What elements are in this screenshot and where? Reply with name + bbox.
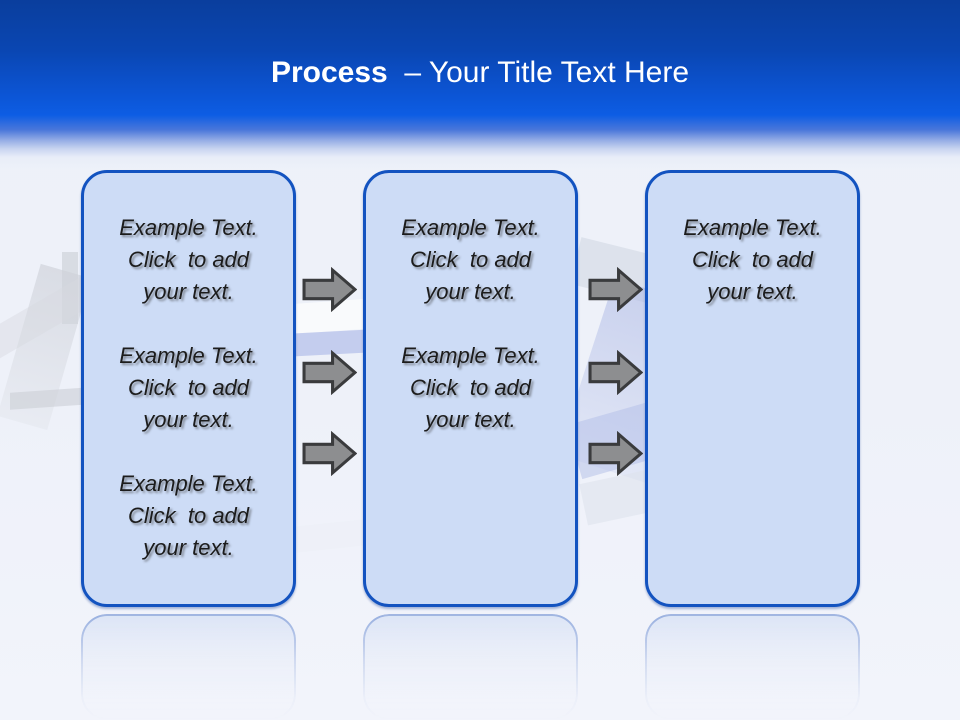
arrow-shape — [588, 431, 643, 476]
text-line: Click to add — [409, 375, 532, 400]
arrow-shape — [302, 431, 357, 476]
background-shape — [10, 387, 90, 410]
text-line: Click to add — [127, 375, 250, 400]
arrow-shape — [302, 267, 357, 312]
block-arrow-right-icon — [588, 431, 643, 476]
arrow-shape — [588, 350, 643, 395]
text-line: your text. — [425, 407, 516, 432]
process-box-3[interactable]: Example Text. Click to add your text. — [645, 170, 860, 607]
text-line: Click to add — [127, 503, 250, 528]
text-line: Click to add — [691, 247, 814, 272]
text-line: Example Text. — [119, 343, 258, 368]
box-3-reflection — [645, 614, 860, 720]
text-line: Example Text. — [119, 471, 258, 496]
box-2-reflection — [363, 614, 578, 720]
title-bar: Process – Your Title Text Here — [0, 0, 960, 170]
arrow-shape — [302, 350, 357, 395]
block-arrow-right-icon — [302, 267, 357, 312]
page-title: Process – Your Title Text Here — [0, 55, 960, 91]
text-line: Example Text. — [401, 215, 540, 240]
background-shape — [62, 252, 78, 324]
text-line: Example Text. — [683, 215, 822, 240]
process-box-1[interactable]: Example Text. Click to add your text. Ex… — [81, 170, 296, 607]
process-box-2[interactable]: Example Text. Click to add your text. Ex… — [363, 170, 578, 607]
text-placeholder[interactable]: Example Text. Click to add your text. — [366, 340, 575, 436]
background-shape — [0, 263, 91, 431]
box-1-reflection — [81, 614, 296, 720]
text-line: Example Text. — [119, 215, 258, 240]
text-placeholder[interactable]: Example Text. Click to add your text. — [366, 212, 575, 308]
text-line: Example Text. — [401, 343, 540, 368]
block-arrow-right-icon — [302, 350, 357, 395]
title-bold-text: Process — [270, 56, 388, 89]
text-line: your text. — [425, 279, 516, 304]
text-placeholder[interactable]: Example Text. Click to add your text. — [84, 340, 293, 436]
text-line: your text. — [143, 407, 234, 432]
text-placeholder[interactable]: Example Text. Click to add your text. — [648, 212, 857, 308]
text-line: your text. — [143, 535, 234, 560]
text-line: Click to add — [409, 247, 532, 272]
block-arrow-right-icon — [302, 431, 357, 476]
text-line: your text. — [143, 279, 234, 304]
block-arrow-right-icon — [588, 267, 643, 312]
text-placeholder[interactable]: Example Text. Click to add your text. — [84, 212, 293, 308]
arrow-shape — [588, 267, 643, 312]
text-line: your text. — [707, 279, 798, 304]
title-rest-text: – Your Title Text Here — [387, 56, 690, 89]
block-arrow-right-icon — [588, 350, 643, 395]
text-line: Click to add — [127, 247, 250, 272]
text-placeholder[interactable]: Example Text. Click to add your text. — [84, 468, 293, 564]
